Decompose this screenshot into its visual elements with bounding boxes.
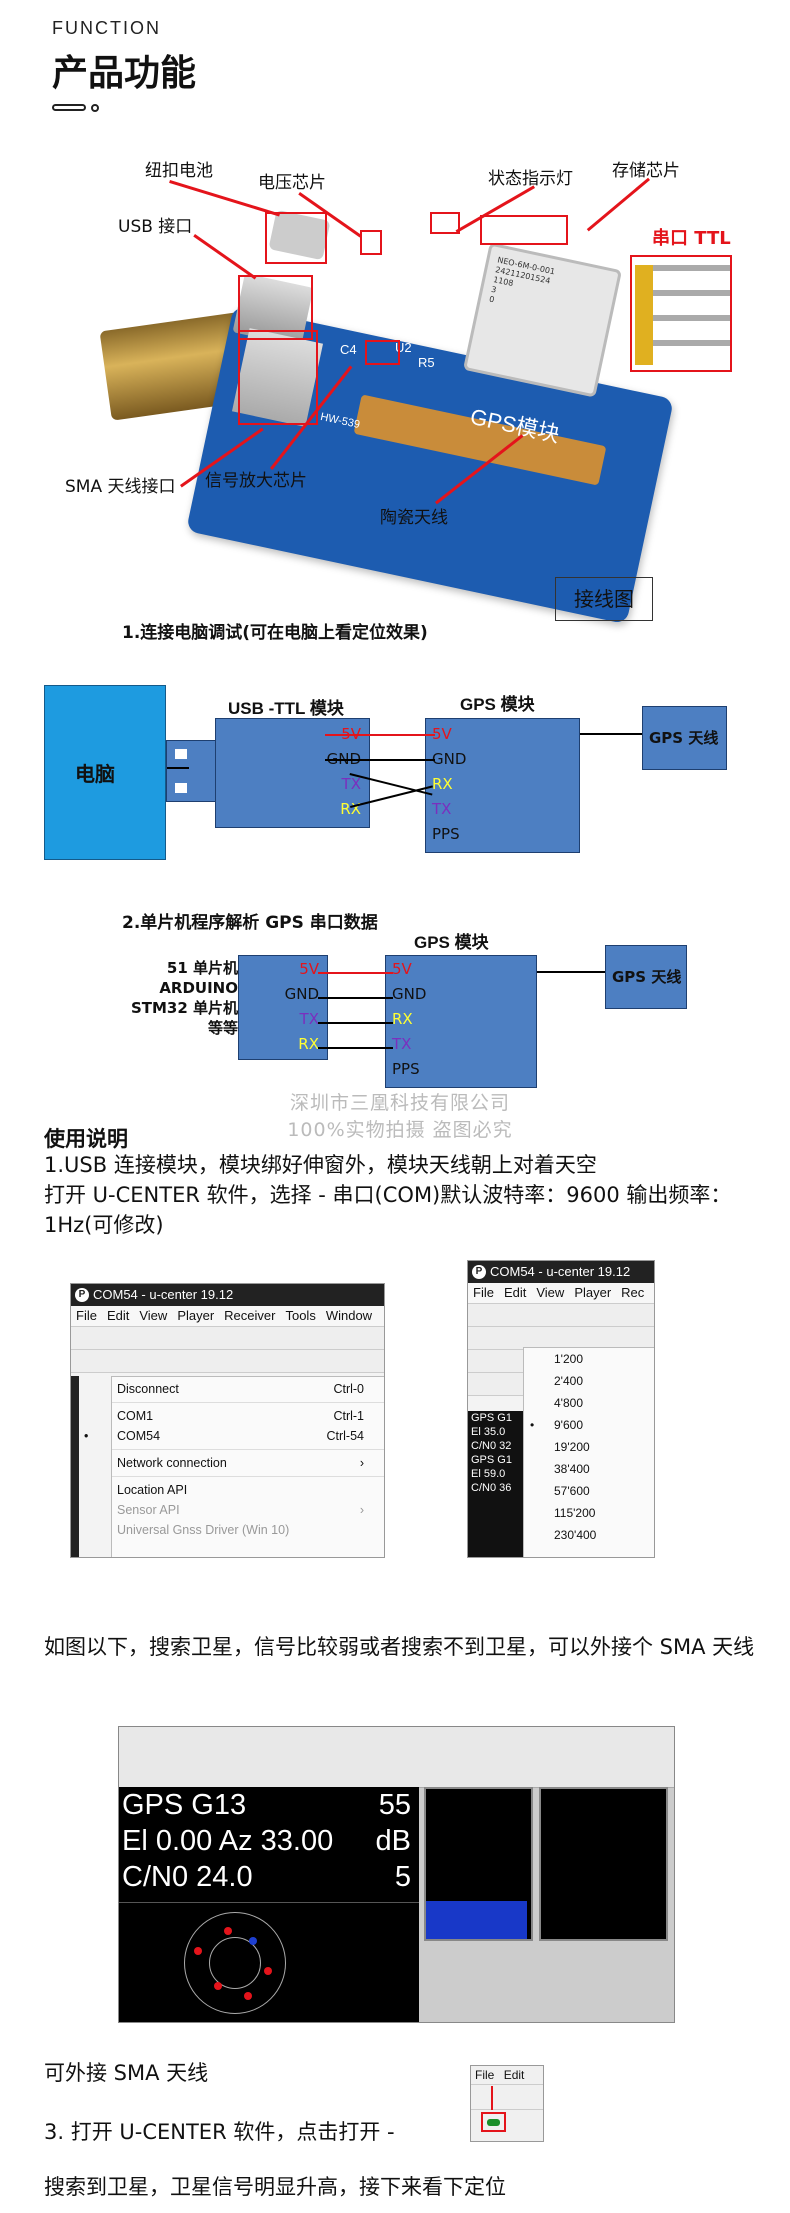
label-serial-ttl: 串口 TTL bbox=[652, 228, 731, 249]
silk-u3: U3 bbox=[392, 250, 409, 265]
title-decoration-dot bbox=[91, 104, 99, 112]
highlight-battery bbox=[265, 212, 327, 264]
silk-r5: R5 bbox=[418, 355, 435, 370]
usage-step2: 打开 U-CENTER 软件，选择 - 串口(COM)默认波特率：9600 输出… bbox=[44, 1183, 732, 1237]
pc-box: 电脑 bbox=[44, 685, 166, 860]
label-ceramic-antenna: 陶瓷天线 bbox=[380, 508, 448, 528]
function-label: FUNCTION bbox=[52, 18, 161, 38]
silk-c5: C5 bbox=[560, 222, 577, 237]
label-status-led: 状态指示灯 bbox=[488, 169, 573, 189]
baud-115200[interactable]: 115'200 bbox=[554, 1506, 596, 1520]
highlight-voltage bbox=[360, 230, 382, 255]
usb-ttl-module: 5V GND TX RX bbox=[215, 718, 370, 828]
wiring-label-box: 接线图 bbox=[555, 577, 653, 621]
gps-module-1: 5V GND RX TX PPS bbox=[425, 718, 580, 853]
satellite-found-text: 搜索到卫星，卫星信号明显升高，接下来看下定位 bbox=[44, 2175, 506, 2199]
baud-38400[interactable]: 38'400 bbox=[554, 1462, 590, 1476]
usb-plug bbox=[166, 740, 216, 802]
highlight-storage bbox=[480, 215, 568, 245]
highlight-serial bbox=[630, 255, 732, 372]
watermark: 深圳市三凰科技有限公司 100%实物拍摄 盗图必究 bbox=[287, 1092, 513, 1141]
open-port-button[interactable] bbox=[481, 2112, 506, 2132]
page-title: 产品功能 bbox=[52, 53, 197, 94]
label-button-battery: 纽扣电池 bbox=[145, 161, 213, 181]
silk-c3: C3 bbox=[408, 300, 425, 315]
baud-9600[interactable]: •9'600 bbox=[530, 1418, 583, 1432]
title-decoration bbox=[52, 104, 86, 111]
label-signal-amp: 信号放大芯片 bbox=[205, 471, 307, 491]
menu-sensor-api: Sensor API› bbox=[117, 1503, 364, 1517]
highlight-sma bbox=[238, 330, 318, 425]
baud-19200[interactable]: 19'200 bbox=[554, 1440, 590, 1454]
label-usb-port: USB 接口 bbox=[118, 217, 193, 237]
usage-heading: 使用说明 bbox=[44, 1127, 128, 1151]
label-storage-chip: 存储芯片 bbox=[612, 161, 680, 181]
gps-module-title-1: GPS 模块 bbox=[460, 695, 535, 714]
silk-c4: C4 bbox=[340, 342, 357, 357]
gps-module-2: 5V GND RX TX PPS bbox=[385, 955, 537, 1088]
leader-usb bbox=[193, 234, 257, 280]
usage-step1: 1.USB 连接模块，模块绑好伸窗外，模块天线朝上对着天空 bbox=[44, 1153, 597, 1177]
mcu-module: 5V GND TX RX bbox=[238, 955, 328, 1060]
ucenter-satellite-screenshot: GPS G13 55 El 0.00 Az 33.00 dB C/N0 24.0… bbox=[118, 1726, 675, 2023]
menu-location-api[interactable]: Location API bbox=[117, 1483, 188, 1497]
silk-d1: D1 bbox=[410, 218, 427, 233]
baud-230400[interactable]: 230'400 bbox=[554, 1528, 597, 1542]
baud-4800[interactable]: 4'800 bbox=[554, 1396, 583, 1410]
mcu-labels: 51 单片机 ARDUINO STM32 单片机 等等 bbox=[130, 959, 238, 1037]
baud-57600[interactable]: 57'600 bbox=[554, 1484, 590, 1498]
silk-pps: PPS bbox=[435, 212, 458, 224]
mini-ucenter-screenshot: File Edit bbox=[470, 2065, 544, 2142]
gps-antenna-box-1: GPS 天线 bbox=[642, 706, 727, 770]
menu-gnss-driver: Universal Gnss Driver (Win 10) bbox=[117, 1523, 290, 1537]
diagram2-title: 2.单片机程序解析 GPS 串口数据 bbox=[122, 913, 378, 933]
highlight-amp bbox=[365, 340, 400, 365]
gps-module-title-2: GPS 模块 bbox=[414, 933, 489, 952]
external-sma-text: 可外接 SMA 天线 bbox=[44, 2061, 209, 2085]
step3-text: 3. 打开 U-CENTER 软件，点击打开 - bbox=[44, 2120, 395, 2144]
gps-antenna-box-2: GPS 天线 bbox=[605, 945, 687, 1009]
menu-network[interactable]: Network connection› bbox=[117, 1456, 364, 1470]
highlight-status-led bbox=[430, 212, 460, 234]
search-description: 如图以下，搜索卫星，信号比较弱或者搜索不到卫星，可以外接个 SMA 天线 bbox=[44, 1635, 755, 1659]
diagram1-title: 1.连接电脑调试(可在电脑上看定位效果) bbox=[122, 623, 428, 643]
label-sma-antenna: SMA 天线接口 bbox=[65, 477, 176, 497]
label-voltage-chip: 电压芯片 bbox=[258, 173, 326, 193]
highlight-usb bbox=[238, 275, 313, 340]
leader-storage bbox=[587, 178, 650, 232]
usb-ttl-title: USB -TTL 模块 bbox=[228, 699, 344, 718]
baud-2400[interactable]: 2'400 bbox=[554, 1374, 583, 1388]
baud-1200[interactable]: 1'200 bbox=[554, 1352, 583, 1366]
header-pins bbox=[635, 265, 730, 365]
